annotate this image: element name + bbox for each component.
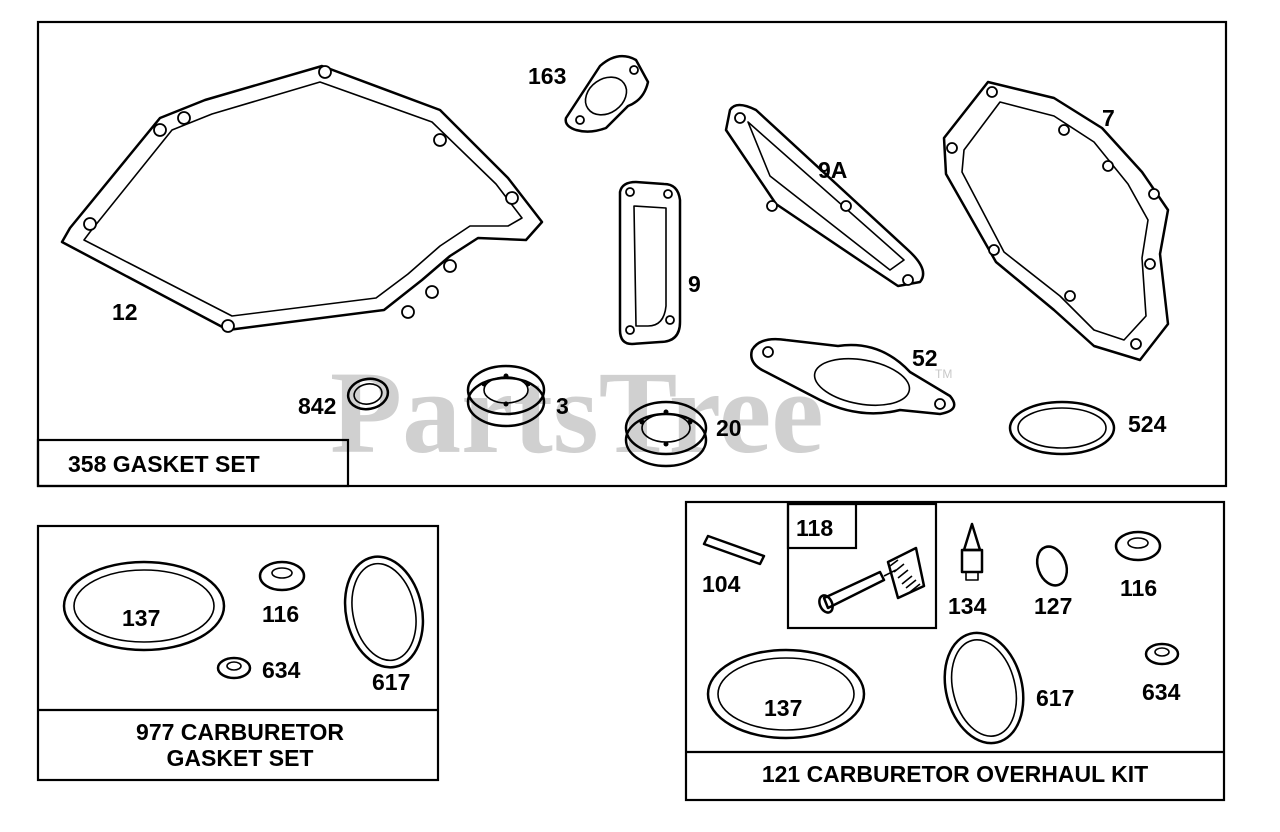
label-163: 163 (528, 63, 566, 89)
part-137-ring[interactable] (62, 560, 226, 652)
panel-gasket-set-title: 358 GASKET SET (68, 451, 260, 477)
label-104: 104 (702, 571, 741, 597)
label-137: 137 (122, 605, 160, 631)
watermark-tm: TM (935, 367, 952, 381)
part-7-head-gasket[interactable] (942, 80, 1170, 362)
label-20: 20 (716, 415, 742, 441)
part-134-float-needle[interactable] (960, 522, 984, 581)
part-617-ring-kit[interactable] (934, 624, 1035, 751)
label-617-kit: 617 (1036, 685, 1074, 711)
label-12: 12 (112, 299, 138, 325)
part-12-crankcase-gasket[interactable] (60, 64, 544, 333)
part-52-gasket[interactable] (750, 337, 956, 416)
part-116-washer-kit[interactable] (1114, 530, 1162, 562)
part-127-plug[interactable] (1032, 542, 1072, 589)
part-116-washer[interactable] (258, 560, 306, 592)
subbox-118-label-box (786, 502, 858, 550)
label-9: 9 (688, 271, 701, 297)
label-52: 52 (912, 345, 938, 371)
label-7: 7 (1102, 105, 1115, 131)
part-9-gasket[interactable] (618, 180, 682, 346)
panel-carb-gasket-set-title-2: GASKET SET (167, 745, 314, 771)
part-617-ring[interactable] (335, 549, 433, 674)
panel-overhaul-kit-title: 121 CARBURETOR OVERHAUL KIT (762, 761, 1148, 787)
panel-gasket-set: 358 GASKET SET 12 163 (36, 20, 1228, 488)
label-118: 118 (796, 515, 833, 541)
label-127: 127 (1034, 593, 1072, 619)
part-20-oil-seal[interactable] (624, 400, 708, 468)
part-118-needle-and-spring[interactable] (817, 546, 926, 615)
panel-carb-gasket-set-border (36, 524, 440, 782)
label-524: 524 (1128, 411, 1167, 437)
label-3: 3 (556, 393, 569, 419)
part-163-gasket[interactable] (564, 54, 650, 133)
label-842: 842 (298, 393, 336, 419)
label-134: 134 (948, 593, 987, 619)
part-842-ring[interactable] (346, 376, 391, 412)
panel-overhaul-kit-border (684, 500, 1226, 802)
part-9a-gasket[interactable] (724, 103, 925, 288)
label-617: 617 (372, 669, 410, 695)
part-634-washer[interactable] (216, 656, 252, 680)
part-104-pin[interactable] (702, 534, 766, 566)
panel-gasket-set-border (36, 20, 1228, 488)
subbox-118 (786, 502, 938, 630)
part-634-washer-kit[interactable] (1144, 642, 1180, 666)
label-137-kit: 137 (764, 695, 802, 721)
watermark-text: PartsTree (330, 347, 824, 478)
part-3-oil-seal[interactable] (466, 364, 546, 428)
part-524-ring[interactable] (1008, 400, 1116, 456)
label-116-kit: 116 (1120, 575, 1157, 601)
part-137-ring-kit[interactable] (706, 648, 866, 740)
panel-overhaul-kit: 121 CARBURETOR OVERHAUL KIT 118 104 134 … (684, 500, 1226, 802)
label-116: 116 (262, 601, 299, 627)
panel-carb-gasket-set-title-1: 977 CARBURETOR (136, 719, 344, 745)
label-634-kit: 634 (1142, 679, 1181, 705)
panel-carb-gasket-set: 977 CARBURETOR GASKET SET 137 116 634 61… (36, 524, 440, 782)
panel-gasket-set-title-box (36, 438, 350, 488)
watermark: PartsTree TM (330, 347, 952, 478)
label-634: 634 (262, 657, 301, 683)
label-9a: 9A (818, 157, 847, 183)
